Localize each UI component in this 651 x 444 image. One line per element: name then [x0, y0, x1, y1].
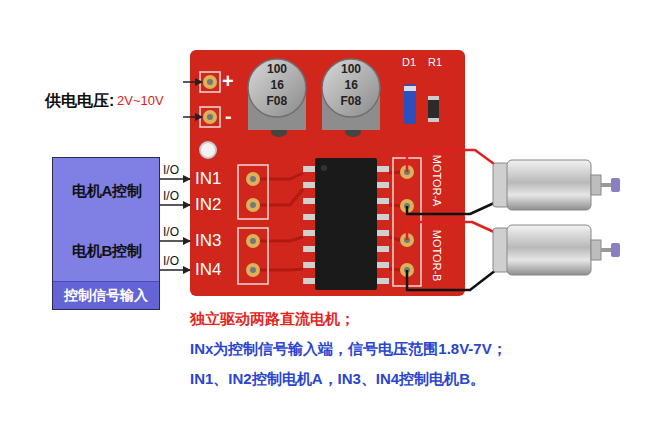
signal-arrow: [160, 204, 190, 206]
note-text: IN1、IN2控制电机A，IN3、IN4控制电机B。: [190, 370, 485, 388]
driver-chip: [303, 158, 389, 290]
mount-hole: [200, 142, 216, 158]
diode-resistor: [404, 84, 439, 124]
signal-label: I/O: [162, 254, 180, 268]
capacitor-marking: 100: [341, 62, 361, 76]
capacitors: [248, 59, 380, 137]
pin-label: +: [222, 69, 234, 93]
capacitor-marking: F08: [341, 94, 362, 108]
panel-heading: 电机B控制: [72, 242, 143, 260]
control-panel: 电机A控制电机B控制控制信号输入: [52, 157, 160, 310]
silkscreen-label: D1: [402, 56, 416, 69]
signal-arrow: [160, 240, 190, 242]
power-label: 供电电压:: [45, 91, 114, 110]
signal-label: I/O: [162, 189, 180, 203]
power-arrows: [183, 82, 202, 117]
silkscreen-label: MOTOR-B: [430, 229, 443, 281]
pin-label: IN2: [195, 195, 221, 215]
pin-label: IN3: [195, 231, 221, 251]
signal-label: I/O: [162, 225, 180, 239]
pcb-board: [190, 50, 465, 296]
motor-wires: [407, 150, 505, 290]
driver-board: + - IN1IN2IN3IN4 MOTOR-A MOTOR-B D1 R1: [190, 50, 465, 296]
signal-label: I/O: [162, 163, 180, 177]
panel-heading: 电机A控制: [72, 182, 143, 200]
capacitor-marking: 16: [345, 78, 358, 92]
dc-motor: [493, 225, 620, 275]
pin-label: -: [225, 104, 232, 128]
pin-label: IN1: [195, 169, 221, 189]
panel-band-text: 控制信号输入: [53, 281, 159, 309]
capacitor-marking: 16: [271, 78, 284, 92]
silkscreen-label: MOTOR-A: [430, 154, 443, 206]
pin-label: IN4: [195, 260, 221, 280]
silkscreen-label: R1: [428, 56, 442, 69]
capacitor-marking: 100: [267, 62, 287, 76]
note-text: INx为控制信号输入端，信号电压范围1.8V-7V；: [190, 340, 507, 358]
note-text: 独立驱动两路直流电机；: [190, 310, 355, 328]
power-pins: [200, 72, 220, 127]
dc-motor: [493, 160, 620, 210]
voltage-range: 2V~10V: [117, 93, 164, 109]
capacitor-marking: F08: [267, 94, 288, 108]
signal-arrow: [160, 269, 190, 271]
signal-arrow: [160, 178, 190, 180]
input-header: [238, 165, 268, 284]
